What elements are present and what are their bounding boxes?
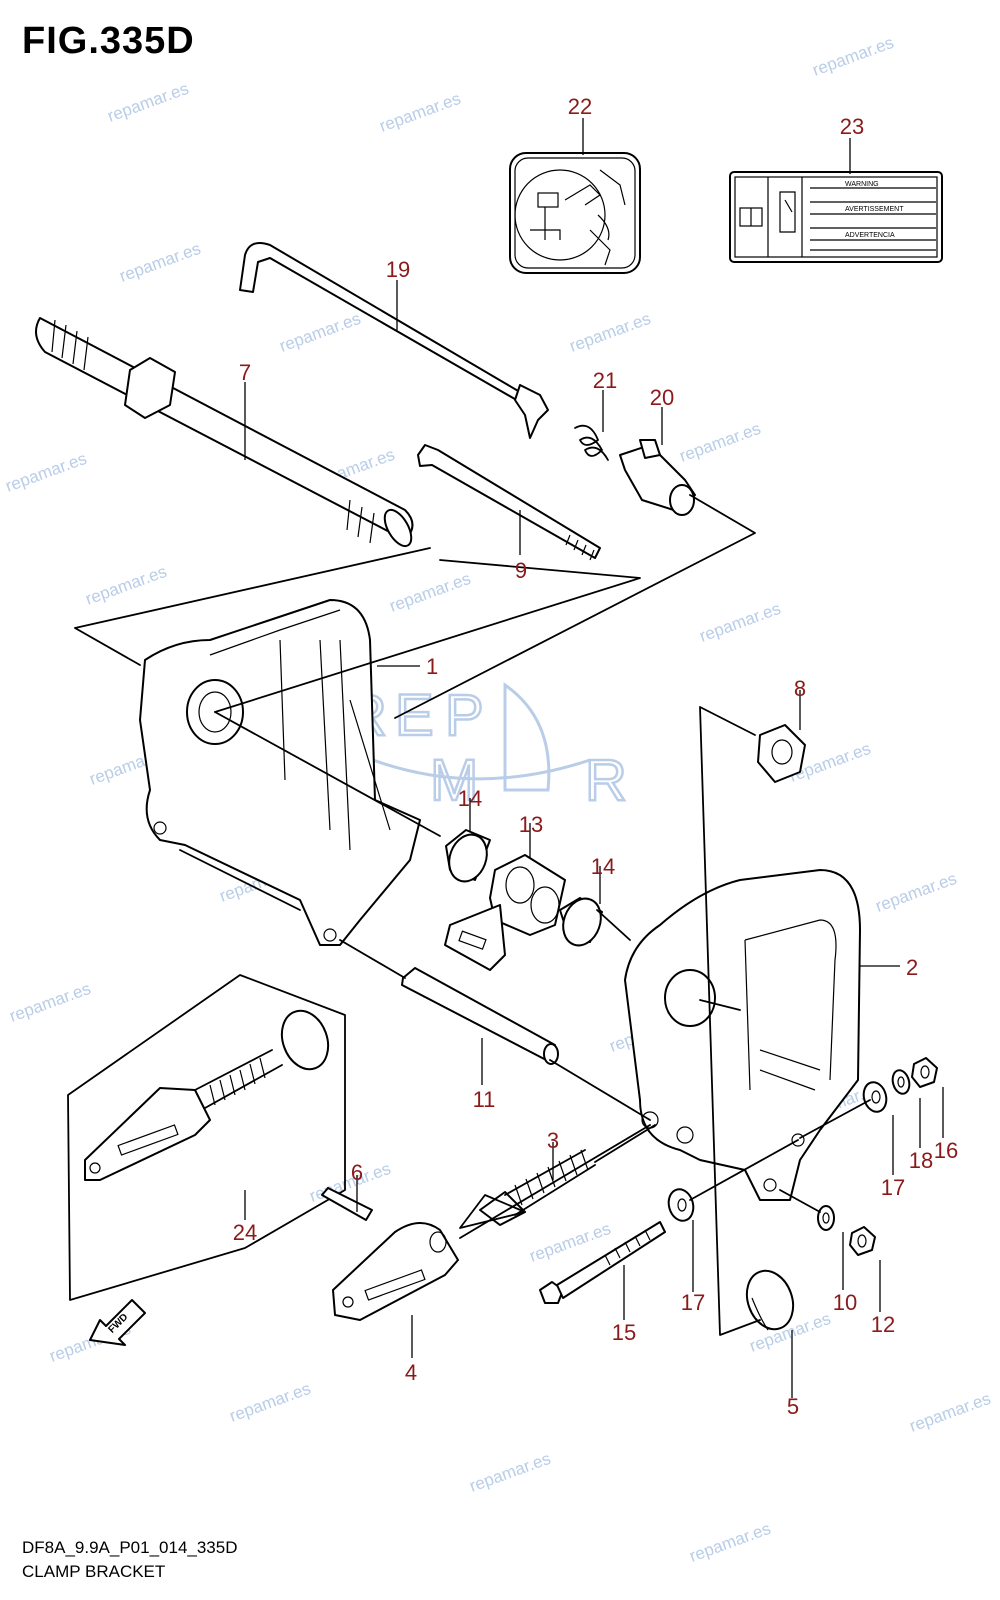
part-21-spring: [574, 424, 609, 461]
callout-5: 5: [787, 1394, 799, 1419]
part-7-clamp-shaft: [35, 317, 414, 548]
figure-name: CLAMP BRACKET: [22, 1562, 166, 1581]
watermark-text: repamar.es: [677, 419, 763, 466]
watermark-text: repamar.es: [387, 569, 473, 616]
watermark-logo-letter: R: [585, 748, 627, 813]
watermark-text: repamar.es: [3, 449, 89, 496]
watermark-text: repamar.es: [567, 309, 653, 356]
callout-11: 11: [473, 1087, 496, 1112]
part-8-nut: [757, 724, 806, 783]
callout-21: 21: [593, 368, 617, 393]
part-22-decal: [509, 152, 641, 274]
callout-3: 3: [547, 1128, 559, 1153]
part-18-washer: [891, 1069, 911, 1095]
callout-17-a: 17: [681, 1290, 705, 1315]
callout-20: 20: [650, 385, 674, 410]
figure-title: FIG.335D: [22, 20, 195, 62]
callout-7: 7: [239, 360, 251, 385]
watermark-text: repamar.es: [467, 1449, 553, 1496]
watermark-text: repamar.es: [873, 869, 959, 916]
part-1-clamp-bracket: [139, 599, 421, 946]
callout-24: 24: [233, 1220, 257, 1245]
part-24-thumb-screw: [67, 974, 346, 1301]
part-2-clamp-bracket: [624, 869, 861, 1201]
part-10-washer: [817, 1205, 835, 1231]
part-14-bushing-b: [559, 897, 603, 947]
watermark-logo: R E P M R: [344, 682, 628, 815]
callout-leaders: [244, 118, 944, 1398]
callout-10: 10: [833, 1290, 857, 1315]
watermark-text: repamar.es: [810, 33, 896, 80]
callout-23: 23: [840, 114, 864, 139]
callout-12: 12: [871, 1312, 895, 1337]
callout-9: 9: [515, 558, 527, 583]
part-3-clamp-screw: [479, 1149, 596, 1226]
callout-14-b: 14: [591, 854, 615, 879]
part-11-pin: [401, 967, 559, 1065]
watermark-text: repamar.es: [687, 1519, 773, 1566]
part-19-tilt-rod: [239, 242, 549, 439]
part-16-nut: [911, 1057, 938, 1088]
part-5-cap: [745, 1269, 795, 1331]
callout-17-b: 17: [881, 1175, 905, 1200]
watermark-text: repamar.es: [227, 1379, 313, 1426]
callout-4: 4: [405, 1360, 417, 1385]
part-15-bolt: [539, 1221, 666, 1304]
callout-13: 13: [519, 812, 543, 837]
warning-line-1: WARNING: [845, 181, 879, 188]
assembly-guide-lines: [74, 494, 871, 1336]
callout-22: 22: [568, 94, 592, 119]
watermark-text: repamar.es: [117, 239, 203, 286]
watermark-text: repamar.es: [83, 562, 169, 609]
part-23-warning-label: WARNING AVERTISSEMENT ADVERTENCIA: [729, 171, 943, 263]
watermark-text: repamar.es: [907, 1389, 993, 1436]
watermark-text: repamar.es: [105, 79, 191, 126]
callout-1: 1: [426, 654, 438, 679]
callout-18: 18: [909, 1148, 933, 1173]
callout-2: 2: [906, 955, 918, 980]
callout-6: 6: [351, 1160, 363, 1185]
part-14-bushing-a: [445, 829, 491, 883]
part-17-washer-b: [862, 1081, 888, 1113]
callout-14-a: 14: [458, 786, 482, 811]
callout-15: 15: [612, 1320, 636, 1345]
part-13-stopper-plate: [444, 854, 566, 971]
part-12-nut: [849, 1226, 876, 1256]
part-4-handle: [332, 1222, 459, 1321]
warning-line-3: ADVERTENCIA: [845, 232, 895, 239]
watermark-logo-letter: P: [445, 683, 484, 748]
watermark-text: repamar.es: [7, 979, 93, 1026]
callout-19: 19: [386, 257, 410, 282]
callout-8: 8: [794, 676, 806, 701]
figure-code: DF8A_9.9A_P01_014_335D: [22, 1538, 238, 1557]
watermark-text: repamar.es: [377, 89, 463, 136]
callout-16: 16: [934, 1138, 958, 1163]
part-6-pin: [321, 1187, 373, 1221]
callout-numbers: 22 23 19 7 21 20 9 1 8 14 13 14 2 11 3 6…: [233, 94, 958, 1419]
watermark-text: repamar.es: [697, 599, 783, 646]
warning-line-2: AVERTISSEMENT: [845, 206, 904, 213]
watermark-logo-letter: M: [430, 748, 478, 813]
part-20-bushing: [619, 439, 696, 516]
watermark-text: repamar.es: [277, 309, 363, 356]
part-17-washer-a: [667, 1188, 695, 1222]
fwd-arrow-icon: FWD: [89, 1299, 146, 1346]
part-9-bolt: [417, 444, 601, 561]
